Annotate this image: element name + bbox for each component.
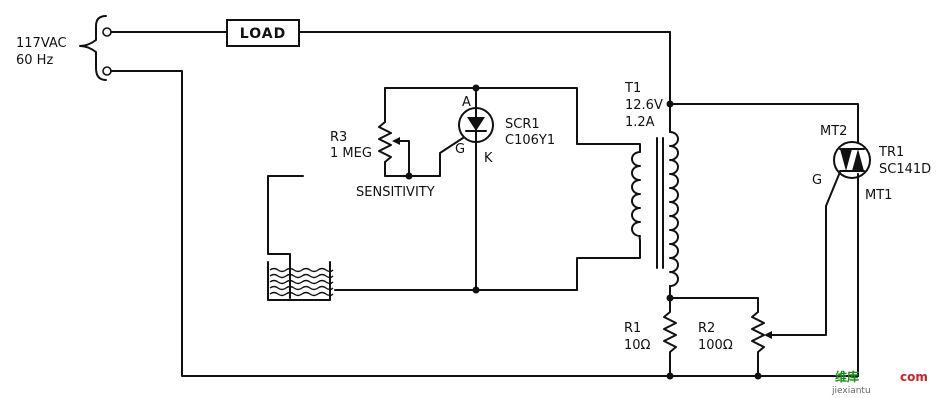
- scr1-component: A G K SCR1 C106Y1: [384, 84, 578, 291]
- r1-name-label: R1: [624, 321, 641, 336]
- wire-gate-lead: [439, 135, 467, 177]
- wire-r1-r2-top: [669, 297, 759, 313]
- wire-triac-gate: [771, 171, 841, 336]
- r2-value-label: 100Ω: [698, 338, 733, 353]
- scr1-anode-pin: A: [462, 95, 471, 110]
- t1-name-label: T1: [624, 81, 641, 96]
- r2-name-label: R2: [698, 321, 715, 336]
- junction-r2-bottom: [754, 372, 762, 380]
- load-component: LOAD: [110, 19, 671, 105]
- scr1-gate-pin: G: [455, 142, 465, 157]
- source-terminal-bottom: [102, 66, 112, 76]
- wire-secondary-top: [576, 143, 641, 153]
- source-voltage-label: 117VAC: [16, 36, 67, 51]
- t1-transformer: T1 12.6V 1.2A: [576, 81, 679, 299]
- t1-primary-coil: [669, 131, 679, 287]
- tr1-arrow-up: [852, 149, 864, 171]
- scr1-part-label: C106Y1: [505, 133, 555, 148]
- source-frequency-label: 60 Hz: [16, 53, 53, 68]
- tr1-gate-pin: G: [812, 173, 822, 188]
- return-wiring: [110, 70, 859, 377]
- scr1-name-label: SCR1: [505, 117, 540, 132]
- source-brace: [79, 15, 107, 81]
- scr1-cathode-pin: K: [484, 151, 493, 166]
- tr1-name-label: TR1: [878, 145, 904, 160]
- r1-r2-network: R1 10Ω R2 100Ω: [624, 294, 772, 380]
- watermark-cn-text: 维库: [835, 369, 859, 384]
- junction-r1-bottom: [666, 372, 674, 380]
- r2-wiper-arrow: [764, 331, 772, 339]
- ac-source: 117VAC 60 Hz: [16, 15, 112, 81]
- r3-wiper-arrow: [392, 137, 400, 145]
- junction-scr-anode: [472, 84, 480, 92]
- r3-wiper-wire: [399, 140, 410, 177]
- water-probe: [267, 175, 578, 301]
- junction-r3-wiper: [405, 172, 413, 180]
- watermark: 维库 com jiexiantu: [831, 369, 928, 396]
- r1-value-label: 10Ω: [624, 338, 651, 353]
- watermark-com-text: com: [900, 370, 928, 384]
- t1-secondary-coil: [631, 151, 641, 241]
- tank-outline: [267, 261, 331, 301]
- wire-scr-top-rail: [384, 87, 578, 145]
- load-label: LOAD: [240, 26, 286, 42]
- wire-probe-lead: [267, 175, 304, 299]
- tr1-part-label: SC141D: [879, 162, 931, 177]
- tr1-mt1-pin: MT1: [865, 188, 892, 203]
- wire-mt2: [669, 103, 859, 147]
- scr1-diode-arrow: [467, 117, 485, 131]
- tr1-triac: MT2 TR1 SC141D G MT1: [669, 103, 931, 377]
- r2-resistor: [751, 311, 765, 377]
- wire-return-bottom: [110, 70, 859, 377]
- tr1-mt2-pin: MT2: [820, 124, 847, 139]
- tank-water: [269, 267, 334, 297]
- r3-function-label: SENSITIVITY: [356, 185, 435, 200]
- r3-value-label: 1 MEG: [330, 146, 372, 161]
- watermark-sub-text: jiexiantu: [831, 386, 871, 396]
- r1-resistor: [663, 297, 677, 377]
- r3-name-label: R3: [330, 130, 347, 145]
- r3-resistor-zigzag: [378, 121, 392, 163]
- r3-potentiometer: R3 1 MEG SENSITIVITY: [330, 87, 467, 200]
- t1-current-label: 1.2A: [625, 115, 655, 130]
- source-terminal-top: [102, 27, 112, 37]
- junction-scr-cathode-return: [472, 286, 480, 294]
- t1-voltage-label: 12.6V: [625, 98, 663, 113]
- tr1-arrow-down: [840, 149, 852, 171]
- wire-secondary-bottom: [576, 239, 641, 291]
